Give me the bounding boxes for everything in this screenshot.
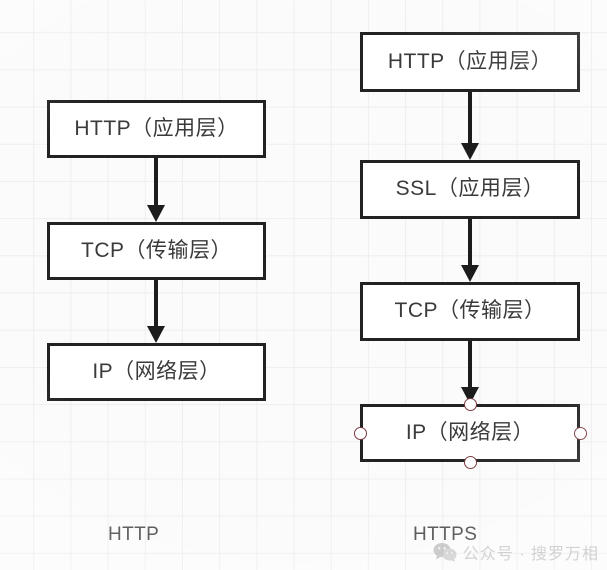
node-label: TCP（传输层） (81, 238, 232, 262)
node-ssl-app-right[interactable]: SSL（应用层） (360, 160, 580, 219)
caption-http: HTTP (108, 524, 160, 545)
arrow-shaft (468, 219, 472, 265)
node-label: HTTP（应用层） (387, 49, 553, 73)
arrow-shaft (154, 158, 158, 205)
arrow-shaft (468, 341, 472, 387)
node-tcp-transport-left[interactable]: TCP（传输层） (47, 222, 266, 280)
node-tcp-transport-right[interactable]: TCP（传输层） (360, 282, 580, 341)
arrow-ssl-to-tcp-right (454, 219, 486, 282)
arrow-head (147, 326, 165, 343)
node-label: IP（网络层） (92, 359, 221, 383)
node-label: SSL（应用层） (395, 177, 545, 200)
caption-https: HTTPS (413, 524, 478, 545)
selection-handle-top[interactable] (463, 397, 477, 411)
watermark-text: 公众号 · 搜罗万相 (462, 546, 599, 563)
arrow-tcp-to-ip-left (140, 280, 172, 343)
node-ip-network-right[interactable]: IP（网络层） (360, 404, 580, 462)
arrow-shaft (468, 92, 472, 143)
selection-handle-right[interactable] (573, 426, 587, 440)
node-ip-network-left[interactable]: IP（网络层） (47, 343, 266, 401)
node-http-app-right[interactable]: HTTP（应用层） (360, 32, 580, 92)
selection-handle-left[interactable] (353, 426, 367, 440)
arrow-head (461, 265, 479, 282)
arrow-http-to-tcp-left (140, 158, 172, 222)
arrow-shaft (154, 280, 158, 326)
node-label: HTTP（应用层） (74, 116, 239, 140)
node-label: IP（网络层） (405, 420, 535, 444)
arrow-tcp-to-ip-right (454, 341, 486, 404)
arrow-http-to-ssl-right (454, 92, 486, 160)
arrow-head (147, 205, 165, 222)
arrow-head (461, 143, 479, 160)
node-label: TCP（传输层） (394, 299, 546, 322)
node-http-app-left[interactable]: HTTP（应用层） (47, 100, 266, 158)
selection-handle-bottom[interactable] (463, 455, 477, 469)
